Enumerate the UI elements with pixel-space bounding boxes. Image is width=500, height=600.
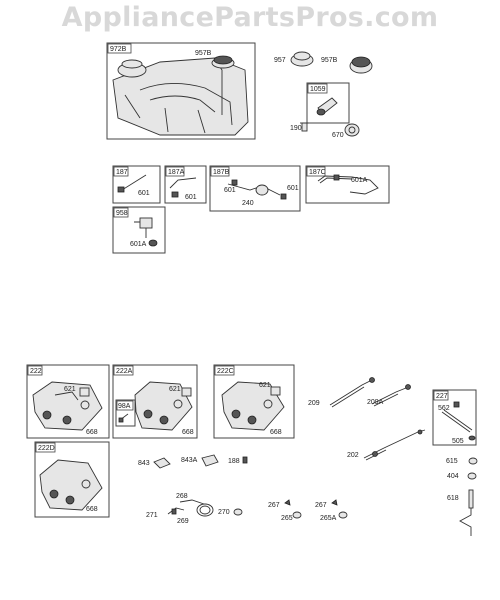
part-843a[interactable]: 843A (181, 454, 219, 467)
callout-188: 188 (228, 458, 240, 465)
box-222[interactable]: 222 621 668 (26, 364, 110, 439)
box-label-222: 222 (30, 368, 42, 375)
box-label-187a: 187A (168, 169, 185, 176)
callout-615: 615 (446, 458, 458, 465)
box-label-972b: 972B (110, 46, 127, 53)
box-1059[interactable]: 1059 (306, 82, 350, 124)
cap-957b-part (211, 55, 235, 69)
part-843[interactable]: 843 (138, 457, 171, 469)
part-270[interactable]: 270 (218, 508, 243, 516)
watermark: AppliancePartsPros.com (61, 2, 439, 33)
box-98a[interactable]: 98A (115, 399, 136, 427)
callout-621-222c: 621 (259, 382, 271, 389)
part-267-b[interactable]: 267 (315, 499, 338, 509)
callout-621-222a: 621 (169, 386, 181, 393)
part-265a[interactable]: 265A (320, 511, 348, 522)
part-670[interactable]: 670 (332, 123, 360, 139)
callout-668-222: 668 (86, 429, 98, 436)
callout-269: 269 (177, 518, 189, 525)
callout-270: 270 (218, 509, 230, 516)
part-618[interactable]: 618 (447, 489, 474, 536)
callout-957b: 957B (195, 50, 212, 57)
callout-267-b: 267 (315, 502, 327, 509)
box-label-222c: 222C (217, 368, 234, 375)
callout-505: 505 (452, 438, 464, 445)
callout-618: 618 (447, 495, 459, 502)
part-209[interactable]: 209 (308, 377, 375, 408)
callout-265a: 265A (320, 515, 337, 522)
part-267-a[interactable]: 267 (268, 499, 291, 509)
callout-668-222a: 668 (182, 429, 194, 436)
box-label-187b: 187B (213, 169, 230, 176)
box-187c[interactable]: 187C 601A (305, 165, 390, 204)
callout-404: 404 (447, 473, 459, 480)
blower-housing-part (112, 57, 249, 136)
callout-601-187: 601 (138, 190, 150, 197)
callout-562: 562 (438, 405, 450, 412)
callout-202: 202 (347, 452, 359, 459)
box-227[interactable]: 227 562 505 (432, 389, 477, 446)
callout-267-a: 267 (268, 502, 280, 509)
part-957b[interactable]: 957B (321, 56, 373, 74)
callout-621-222: 621 (64, 386, 76, 393)
box-222d[interactable]: 222D 668 (34, 441, 110, 518)
callout-209: 209 (308, 400, 320, 407)
callout-843: 843 (138, 460, 150, 467)
callout-601a-958: 601A (130, 241, 147, 248)
part-265[interactable]: 265 (281, 511, 302, 522)
box-187b[interactable]: 187B 601 601 240 (209, 165, 301, 212)
callout-957b-loose: 957B (321, 57, 338, 64)
part-404[interactable]: 404 (447, 472, 477, 480)
callout-957: 957 (274, 57, 286, 64)
box-222c[interactable]: 222C 621 668 (213, 364, 295, 439)
box-222a[interactable]: 222A 621 668 (112, 364, 198, 439)
part-188[interactable]: 188 (228, 456, 248, 465)
part-615[interactable]: 615 (446, 457, 478, 465)
part-202[interactable]: 202 (347, 429, 426, 461)
box-187a[interactable]: 187A 601 (164, 165, 207, 204)
box-187[interactable]: 187 601 (112, 165, 161, 204)
callout-601-187b-left: 601 (224, 187, 236, 194)
box-label-1059: 1059 (310, 86, 326, 93)
part-209a[interactable]: 209A (367, 384, 411, 407)
box-label-227: 227 (436, 393, 448, 400)
callout-190: 190 (290, 125, 302, 132)
callout-843a: 843A (181, 457, 198, 464)
callout-668-222c: 668 (270, 429, 282, 436)
box-label-222a: 222A (116, 368, 133, 375)
box-972b[interactable]: 972B 957B (106, 42, 256, 140)
box-label-222d: 222D (38, 445, 55, 452)
part-957[interactable]: 957 (274, 51, 314, 67)
box-label-958: 958 (116, 210, 128, 217)
part-268[interactable]: 268 (176, 493, 214, 517)
part-271[interactable]: 271 (146, 507, 185, 519)
callout-240: 240 (242, 200, 254, 207)
box-label-187c: 187C (309, 169, 326, 176)
box-958[interactable]: 958 601A (112, 206, 166, 254)
callout-209a: 209A (367, 399, 384, 406)
callout-668-222d: 668 (86, 506, 98, 513)
callout-265: 265 (281, 515, 293, 522)
callout-601-187b-right: 601 (287, 185, 299, 192)
part-190[interactable]: 190 (290, 122, 309, 132)
box-label-187: 187 (116, 169, 128, 176)
callout-601-187a: 601 (185, 194, 197, 201)
callout-601a-187c: 601A (351, 177, 368, 184)
callout-271: 271 (146, 512, 158, 519)
callout-670: 670 (332, 132, 344, 139)
callout-268: 268 (176, 493, 188, 500)
box-label-98a: 98A (118, 403, 131, 410)
